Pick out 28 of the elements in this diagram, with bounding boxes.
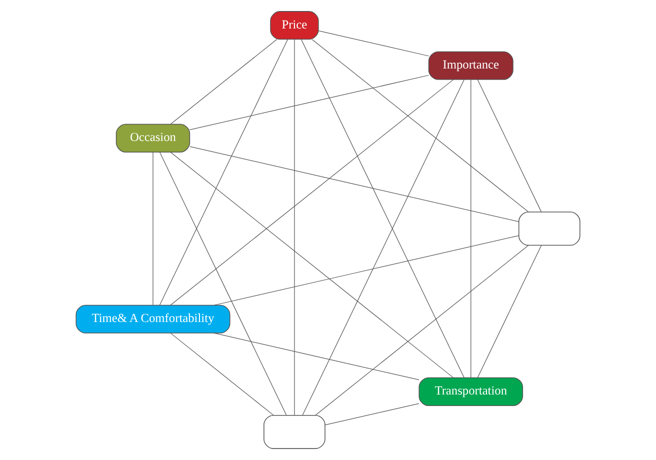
node-box: Price xyxy=(270,11,319,40)
connector xyxy=(170,332,274,416)
node-box: Occasion xyxy=(116,124,190,152)
node-box: Time& A Comfortability xyxy=(76,304,230,334)
connector xyxy=(170,79,454,306)
connector xyxy=(214,235,519,306)
connector xyxy=(318,30,430,56)
connector xyxy=(477,245,542,378)
connector xyxy=(470,79,472,378)
node-box: Importance xyxy=(428,51,514,80)
connector xyxy=(315,244,529,416)
node-box xyxy=(264,414,326,449)
connector xyxy=(312,39,529,212)
connector xyxy=(302,79,464,416)
connector xyxy=(170,152,454,378)
connector xyxy=(189,74,429,130)
node-box: Transportation xyxy=(418,377,524,406)
connector xyxy=(190,146,520,222)
connector xyxy=(170,39,278,124)
connector xyxy=(294,39,295,416)
connector xyxy=(477,79,542,212)
connector xyxy=(214,332,420,380)
node-box xyxy=(518,212,580,246)
connector xyxy=(300,38,464,378)
connector xyxy=(152,152,154,306)
connector xyxy=(159,39,288,306)
connector xyxy=(324,403,420,426)
connector xyxy=(159,152,287,416)
